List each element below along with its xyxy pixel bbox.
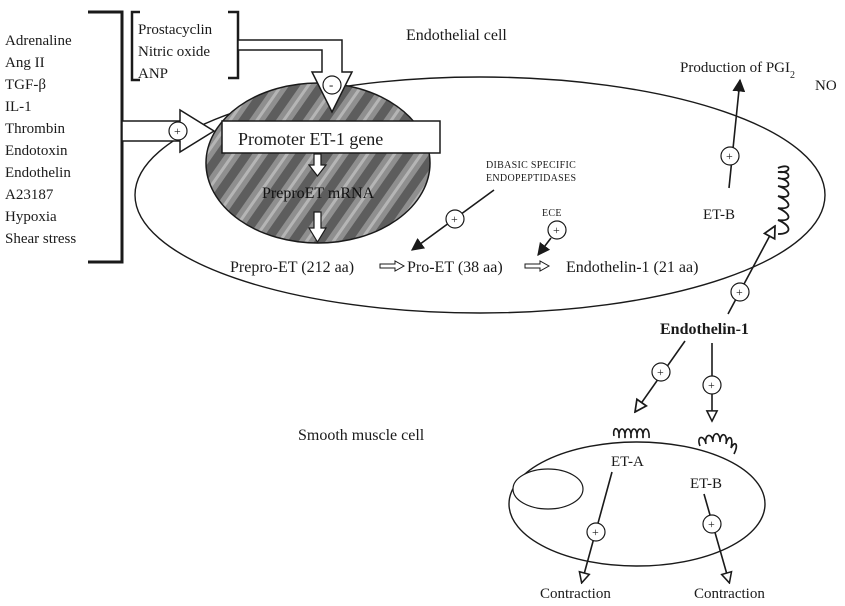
smooth-muscle-label: Smooth muscle cell bbox=[298, 427, 425, 444]
ece-arrow bbox=[538, 238, 551, 255]
eta-receptor bbox=[614, 429, 649, 438]
prepro-et-label: Prepro-ET (212 aa) bbox=[230, 259, 354, 276]
stimulator-plus-sign: + bbox=[174, 124, 181, 138]
stimulator-list: Adrenaline Ang II TGF-β IL-1 Thrombin En… bbox=[5, 33, 76, 247]
pro-to-endothelin-arrow bbox=[525, 261, 549, 271]
endothelin-internal-label: Endothelin-1 (21 aa) bbox=[566, 259, 698, 276]
endothelial-cell-label: Endothelial cell bbox=[406, 27, 507, 44]
ece-label: ECE bbox=[542, 208, 562, 219]
ece-plus-sign: + bbox=[553, 223, 560, 237]
no-label: NO bbox=[815, 78, 837, 94]
etb-endothelial-label: ET-B bbox=[703, 207, 735, 223]
etb-muscle-to-contraction-arrow bbox=[704, 494, 728, 578]
endothelin-label: Endothelin-1 bbox=[660, 321, 749, 338]
stimulator-block-arrow bbox=[122, 110, 214, 152]
contraction-left-label: Contraction bbox=[540, 586, 611, 602]
inhibitor-0: Prostacyclin bbox=[138, 22, 213, 38]
endothelin-to-etb-arrow bbox=[728, 226, 775, 314]
stimulator-1: Ang II bbox=[5, 55, 45, 71]
mrna-label: PreproET mRNA bbox=[262, 185, 375, 202]
contraction-right-label: Contraction bbox=[694, 586, 765, 602]
stimulator-2: TGF-β bbox=[5, 77, 46, 93]
etb-to-production-arrow bbox=[729, 80, 740, 188]
eta-pathway-plus-sign: + bbox=[657, 365, 664, 379]
stimulator-8: Hypoxia bbox=[5, 209, 57, 225]
inhibitor-2: ANP bbox=[138, 66, 168, 82]
promoter-label: Promoter ET-1 gene bbox=[238, 129, 383, 149]
eta-label: ET-A bbox=[611, 454, 644, 470]
prepro-to-pro-arrow bbox=[380, 261, 404, 271]
inhibitor-1: Nitric oxide bbox=[138, 44, 210, 60]
inhibitor-bracket-right bbox=[228, 12, 238, 78]
endothelin-etb-plus-sign: + bbox=[736, 285, 743, 299]
production-subscript: 2 bbox=[790, 70, 795, 81]
stimulator-5: Endotoxin bbox=[5, 143, 68, 159]
etb-muscle-label: ET-B bbox=[690, 476, 722, 492]
endopeptidase-plus-sign: + bbox=[451, 212, 458, 226]
production-text: Production of PGI bbox=[680, 60, 790, 76]
eta-contraction-plus-sign: + bbox=[592, 525, 599, 539]
stimulator-7: A23187 bbox=[5, 187, 54, 203]
production-plus-sign: + bbox=[726, 149, 733, 163]
stimulator-6: Endothelin bbox=[5, 165, 71, 181]
pro-et-label: Pro-ET (38 aa) bbox=[407, 259, 503, 276]
production-label: Production of PGI2 bbox=[680, 60, 795, 81]
stimulator-bracket bbox=[88, 12, 122, 262]
etb-muscle-contraction-plus-sign: + bbox=[708, 517, 715, 531]
stimulator-9: Shear stress bbox=[5, 231, 76, 247]
stimulator-0: Adrenaline bbox=[5, 33, 72, 49]
etb-endothelial-receptor bbox=[778, 166, 789, 234]
endopeptidase-label-line-1: DIBASIC SPECIFIC bbox=[486, 160, 576, 171]
stimulator-3: IL-1 bbox=[5, 99, 32, 115]
inhibitor-minus-sign: - bbox=[329, 77, 333, 92]
etb-muscle-pathway-plus-sign: + bbox=[708, 378, 715, 392]
endopeptidase-label-line-2: ENDOPEPTIDASES bbox=[486, 173, 576, 184]
stimulator-4: Thrombin bbox=[5, 121, 65, 137]
smooth-muscle-nucleus bbox=[513, 469, 583, 509]
